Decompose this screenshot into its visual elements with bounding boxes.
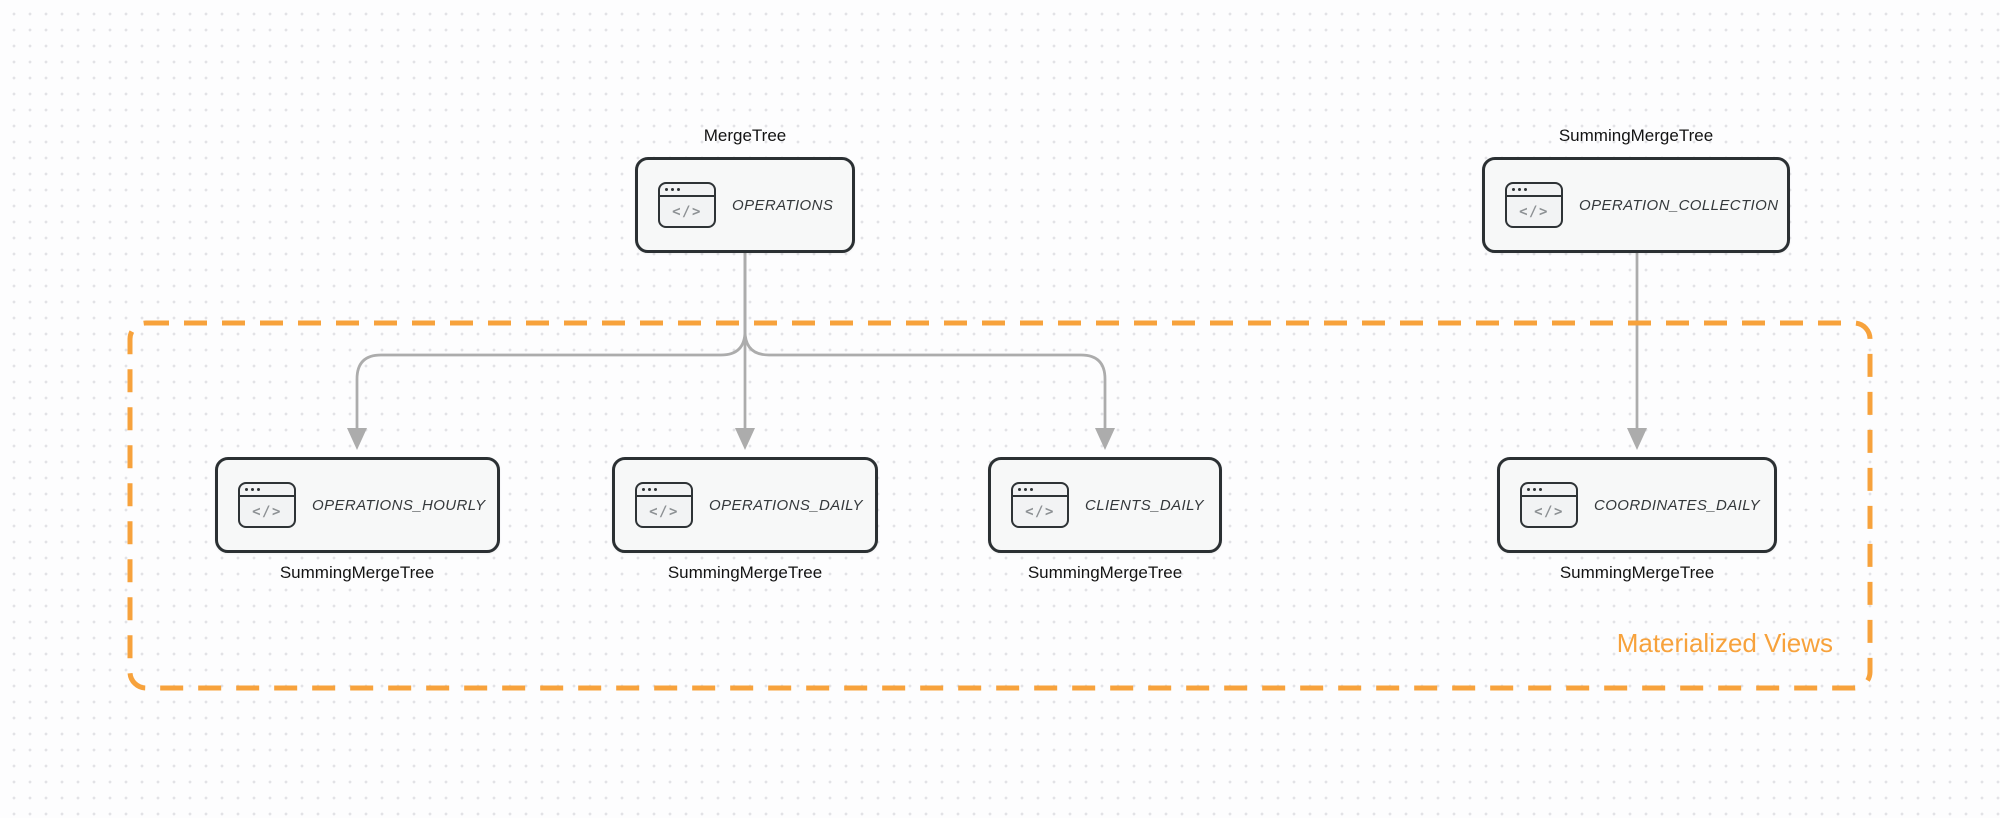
- arrowhead-clients-daily: [1095, 428, 1115, 450]
- engine-label-operations-hourly: SummingMergeTree: [279, 563, 435, 582]
- node-operations-hourly: </> OPERATIONS_HOURLY: [215, 457, 500, 553]
- engine-label-operation-collection: SummingMergeTree: [1558, 126, 1714, 145]
- materialized-views-group-border: [127, 320, 1873, 691]
- code-window-icon: </>: [635, 482, 693, 528]
- window-dots-icon: [240, 484, 294, 497]
- window-dots-icon: [1013, 484, 1067, 497]
- engine-label-operations: MergeTree: [703, 126, 787, 145]
- code-glyph: </>: [1534, 503, 1564, 520]
- node-operations-daily: </> OPERATIONS_DAILY: [612, 457, 878, 553]
- node-operation-collection: </> OPERATION_COLLECTION: [1482, 157, 1790, 253]
- materialized-views-label: Materialized Views: [1616, 628, 1833, 658]
- node-title-operations-hourly: OPERATIONS_HOURLY: [312, 496, 486, 514]
- edge-operations-to-operations-hourly: [355, 253, 747, 430]
- node-title-coordinates-daily: COORDINATES_DAILY: [1594, 496, 1761, 514]
- node-title-operations-daily: OPERATIONS_DAILY: [709, 496, 863, 514]
- code-glyph: </>: [1519, 203, 1549, 220]
- code-window-icon: </>: [658, 182, 716, 228]
- arrowhead-operations-daily: [735, 428, 755, 450]
- code-glyph: </>: [252, 503, 282, 520]
- node-title-clients-daily: CLIENTS_DAILY: [1085, 496, 1204, 514]
- window-dots-icon: [660, 184, 714, 197]
- arrowhead-coordinates-daily: [1627, 428, 1647, 450]
- node-clients-daily: </> CLIENTS_DAILY: [988, 457, 1222, 553]
- arrowhead-operations-hourly: [347, 428, 367, 450]
- node-operations: </> OPERATIONS: [635, 157, 855, 253]
- code-window-icon: </>: [238, 482, 296, 528]
- window-dots-icon: [1522, 484, 1576, 497]
- code-window-icon: </>: [1520, 482, 1578, 528]
- node-title-operations: OPERATIONS: [732, 196, 834, 214]
- code-glyph: </>: [1025, 503, 1055, 520]
- code-window-icon: </>: [1505, 182, 1563, 228]
- edge-operations-to-clients-daily: [743, 253, 1107, 430]
- code-glyph: </>: [672, 203, 702, 220]
- node-title-operation-collection: OPERATION_COLLECTION: [1579, 196, 1779, 214]
- engine-label-operations-daily: SummingMergeTree: [667, 563, 823, 582]
- window-dots-icon: [637, 484, 691, 497]
- engine-label-clients-daily: SummingMergeTree: [1027, 563, 1183, 582]
- node-coordinates-daily: </> COORDINATES_DAILY: [1497, 457, 1777, 553]
- code-glyph: </>: [649, 503, 679, 520]
- code-window-icon: </>: [1011, 482, 1069, 528]
- window-dots-icon: [1507, 184, 1561, 197]
- engine-label-coordinates-daily: SummingMergeTree: [1559, 563, 1715, 582]
